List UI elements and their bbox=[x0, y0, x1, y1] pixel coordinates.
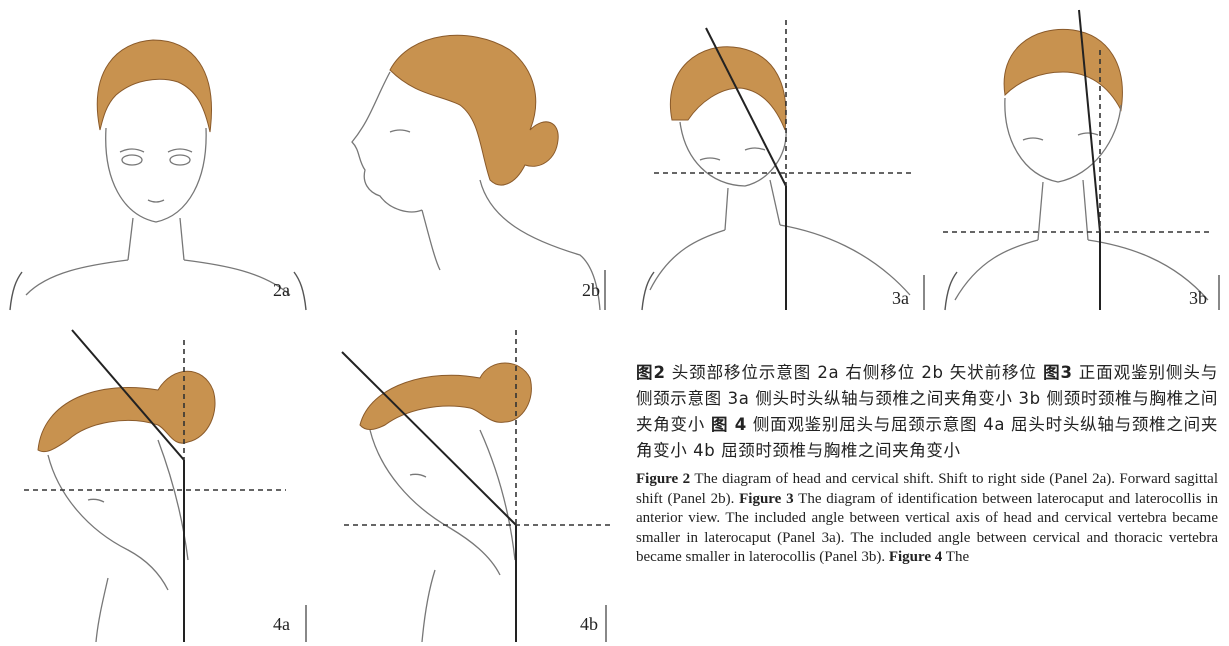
figure-caption: 图2 头颈部移位示意图 2a 右侧移位 2b 矢状前移位 图3 正面观鉴别侧头与… bbox=[636, 360, 1218, 606]
panel-label-3b: 3b bbox=[1189, 288, 1207, 309]
caption-en-fig2-label: Figure 2 bbox=[636, 471, 690, 487]
caption-cn-fig3-label: 图3 bbox=[1043, 363, 1073, 382]
caption-en-fig4-label: Figure 4 bbox=[889, 549, 942, 565]
illustration-2a bbox=[8, 10, 308, 310]
panel-2b: 2b bbox=[330, 10, 610, 310]
illustration-4a bbox=[8, 330, 308, 642]
panel-4a: 4a bbox=[8, 330, 308, 642]
panel-label-3a: 3a bbox=[892, 288, 909, 309]
illustration-3b bbox=[943, 10, 1223, 315]
caption-cn-fig4-label: 图 4 bbox=[711, 415, 747, 434]
caption-en-fig4-text: The bbox=[946, 549, 969, 565]
panel-label-2a: 2a bbox=[273, 280, 290, 301]
caption-en-fig3-label: Figure 3 bbox=[739, 491, 794, 507]
panel-label-2b: 2b bbox=[582, 280, 600, 301]
illustration-4b bbox=[330, 330, 610, 642]
panel-4b: 4b bbox=[330, 330, 610, 642]
caption-english: Figure 2 The diagram of head and cervica… bbox=[636, 470, 1218, 606]
panel-label-4b: 4b bbox=[580, 614, 598, 635]
caption-cn-fig2-label: 图2 bbox=[636, 363, 666, 382]
illustration-2b bbox=[330, 10, 610, 310]
panel-label-4a: 4a bbox=[273, 614, 290, 635]
caption-chinese: 图2 头颈部移位示意图 2a 右侧移位 2b 矢状前移位 图3 正面观鉴别侧头与… bbox=[636, 360, 1218, 464]
panel-3a: 3a bbox=[640, 10, 930, 315]
illustration-3a bbox=[640, 10, 930, 315]
caption-cn-fig2-text: 头颈部移位示意图 2a 右侧移位 2b 矢状前移位 bbox=[672, 363, 1037, 382]
panel-2a: 2a bbox=[8, 10, 308, 310]
panel-3b: 3b bbox=[943, 10, 1223, 315]
